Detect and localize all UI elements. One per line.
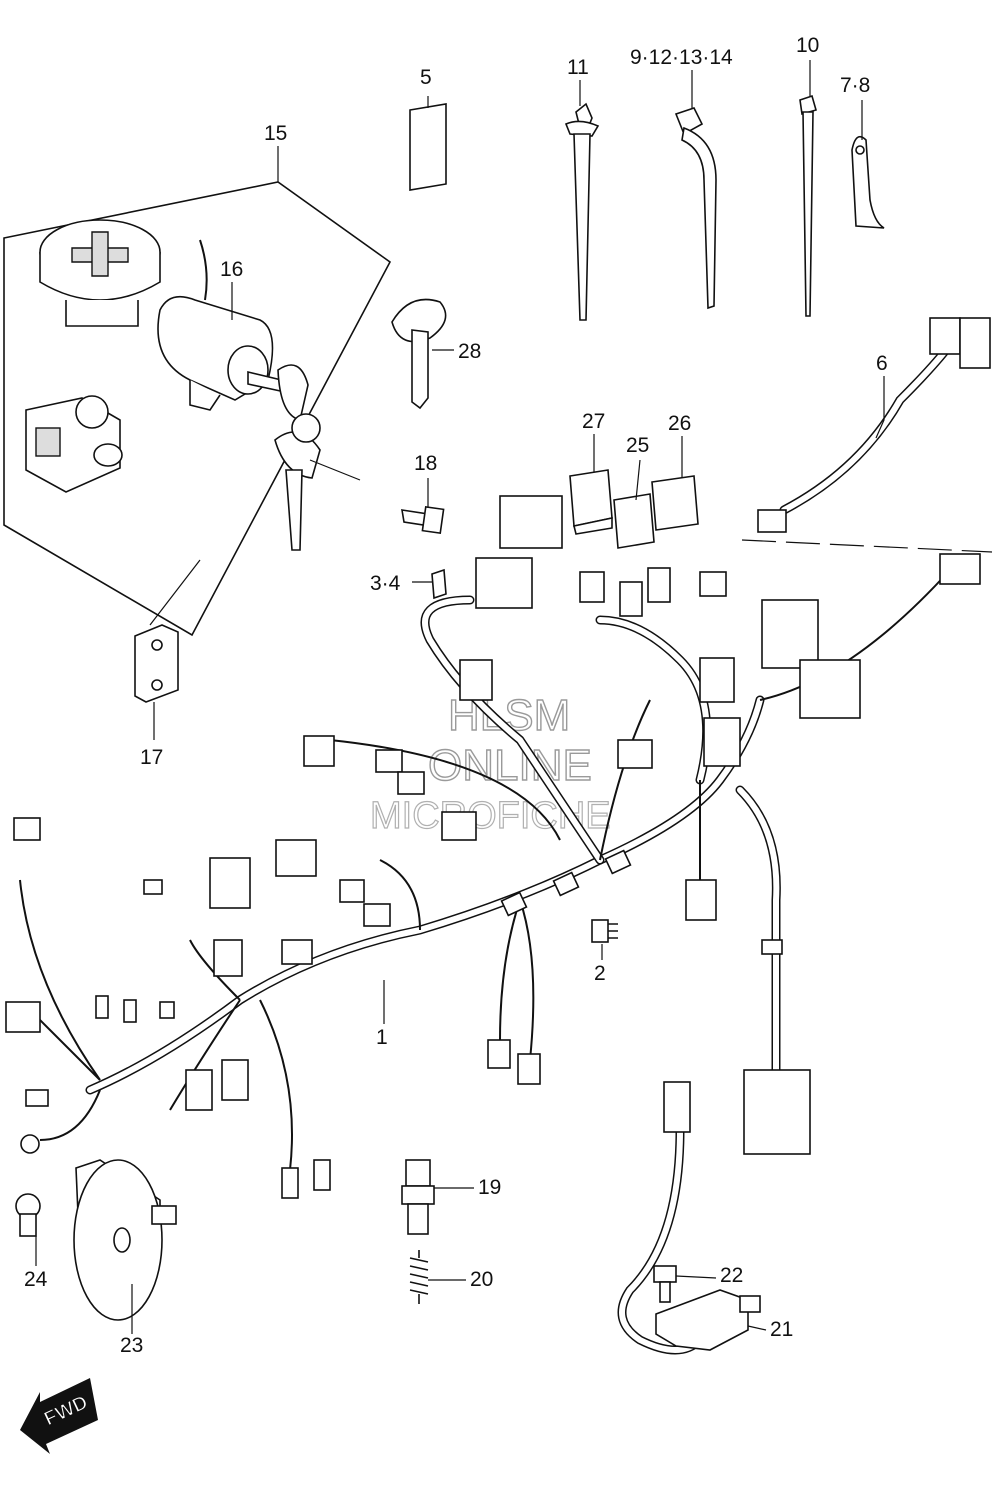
- switch-cap: [39, 219, 161, 327]
- screw: [401, 505, 445, 535]
- label-sheet: [409, 103, 447, 191]
- callout-19: 19: [478, 1176, 501, 1199]
- callout-2: 2: [594, 962, 606, 985]
- keys: [247, 364, 321, 551]
- callout-20: 20: [470, 1268, 493, 1291]
- callouts: 1 2 3·4 5 6 7·8 9·12·13·14 10 11 15 16 1…: [24, 34, 888, 1357]
- callout-27: 27: [582, 410, 605, 433]
- seat-lock: [25, 395, 123, 493]
- forward-direction-badge: FWD: [20, 1378, 98, 1454]
- callout-1: 1: [376, 1026, 388, 1049]
- spring: [409, 1250, 429, 1304]
- horn: [73, 1159, 177, 1321]
- callout-10: 10: [796, 34, 819, 57]
- tie-clamp: [564, 102, 600, 321]
- callout-5: 5: [420, 66, 432, 89]
- main-wiring-harness: [5, 495, 951, 1199]
- fuse: [431, 568, 447, 600]
- connector-block: [591, 919, 618, 943]
- callout-21: 21: [770, 1318, 793, 1341]
- callout-11: 11: [567, 56, 589, 79]
- key-blank: [391, 298, 447, 410]
- callout-9-12-13-14: 9·12·13·14: [630, 46, 733, 69]
- callout-16: 16: [220, 258, 243, 281]
- side-stand-switch: [617, 1081, 761, 1355]
- leader-lines: [35, 60, 885, 1334]
- callout-7-8: 7·8: [840, 74, 870, 97]
- rubber-band: [851, 135, 885, 229]
- temperature-switch: [401, 1159, 435, 1235]
- callout-26: 26: [668, 412, 691, 435]
- horn-bolt: [15, 1193, 41, 1237]
- callout-15: 15: [264, 122, 287, 145]
- watermark-line-2: ONLINE: [428, 741, 592, 790]
- cable-tie: [799, 94, 817, 317]
- callout-28: 28: [458, 340, 481, 363]
- callout-17: 17: [140, 746, 163, 769]
- bolt: [653, 1265, 677, 1303]
- callout-23: 23: [120, 1334, 143, 1357]
- callout-24: 24: [24, 1268, 48, 1291]
- callout-22: 22: [720, 1264, 743, 1287]
- ignition-switch-kit: [3, 181, 392, 703]
- callout-18: 18: [414, 452, 437, 475]
- callout-3-4: 3·4: [370, 572, 401, 595]
- band-clamp: [674, 107, 717, 310]
- callout-25: 25: [626, 434, 649, 457]
- relays: [569, 469, 699, 549]
- bracket: [134, 624, 179, 703]
- sub-wiring-harness: [741, 317, 993, 585]
- callout-6: 6: [876, 352, 888, 375]
